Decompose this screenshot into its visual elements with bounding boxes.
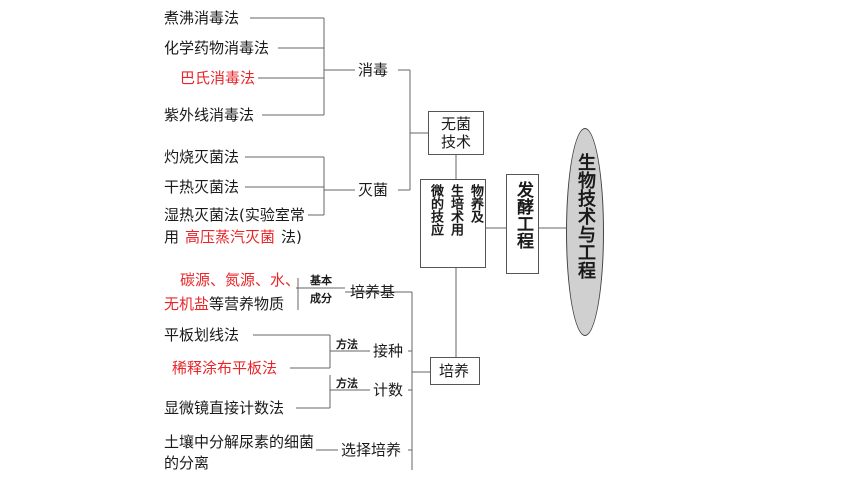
culture-box: 培养 [430, 357, 480, 385]
autoclave-highlight: 高压蒸汽灭菌 [185, 228, 276, 246]
method-pasteurization: 巴氏消毒法 [180, 69, 256, 87]
method-chemical-disinfection: 化学药物消毒法 [164, 39, 270, 57]
method-dry-heat-sterilization: 干热灭菌法 [164, 178, 240, 196]
method-moist-heat-line1: 湿热灭菌法(实验室常 [164, 206, 305, 224]
microbe-col-3: 物养及 [468, 184, 483, 223]
counting-label: 计数 [373, 381, 404, 399]
aseptic-line1: 无菌 [441, 115, 472, 133]
microbe-col-2: 生培术用 [448, 184, 463, 236]
culture-label: 培养 [439, 362, 470, 380]
medium-components-line2: 无机盐等营养物质 [164, 295, 285, 313]
fermentation-engineering-box: 发酵工程 [506, 174, 539, 274]
method-streak-plate: 平板划线法 [164, 326, 240, 344]
aseptic-line2: 技术 [441, 133, 472, 151]
root-ellipse: 生物技术与工程 [566, 128, 604, 336]
method-spread-plate: 稀释涂布平板法 [172, 359, 278, 377]
culture-medium-label: 培养基 [350, 283, 396, 301]
method-moist-heat-line2: 用高压蒸汽灭菌法) [164, 228, 302, 246]
counting-method-tag: 方法 [336, 377, 358, 390]
medium-tag-components: 成分 [310, 292, 332, 305]
medium-components-line1: 碳源、氮源、水、 [180, 271, 301, 289]
medium-tag-basic: 基本 [310, 274, 332, 287]
method-boiling-disinfection: 煮沸消毒法 [164, 9, 240, 27]
disinfection-label: 消毒 [358, 61, 389, 79]
root-title: 生物技术与工程 [575, 153, 596, 279]
method-microscope-count: 显微镜直接计数法 [164, 399, 285, 417]
inoculation-method-tag: 方法 [336, 338, 358, 351]
microbe-col-1: 微的技应 [428, 184, 443, 236]
inoculation-label: 接种 [373, 342, 404, 360]
selection-example-line2: 的分离 [164, 454, 210, 472]
fermentation-text: 发酵工程 [513, 181, 533, 249]
sterilization-label: 灭菌 [358, 181, 389, 199]
method-flame-sterilization: 灼烧灭菌法 [164, 148, 240, 166]
selective-culture-label: 选择培养 [341, 441, 402, 459]
microbe-culture-application-box: 微的技应 生培术用 物养及 [420, 179, 486, 268]
method-uv-disinfection: 紫外线消毒法 [164, 106, 255, 124]
selection-example-line1: 土壤中分解尿素的细菌 [164, 433, 315, 451]
aseptic-technique-box: 无菌 技术 [428, 111, 484, 155]
